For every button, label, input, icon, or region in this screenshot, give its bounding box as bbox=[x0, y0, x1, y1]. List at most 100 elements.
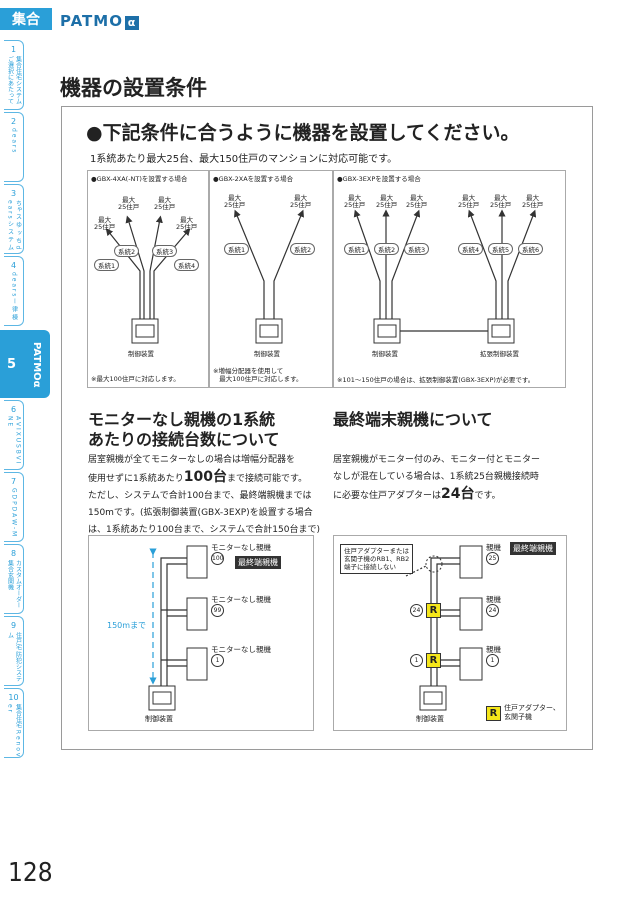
unit-number-badge: 100 bbox=[211, 552, 224, 565]
diagram-note: ※増幅分配器を使用して 最大100住戸に対応します。 bbox=[213, 367, 303, 383]
units-label: 25住戸 bbox=[290, 201, 312, 209]
adapter-number-badge: 1 bbox=[410, 654, 423, 667]
unit-number-badge: 99 bbox=[211, 604, 224, 617]
device-label: 制御装置 bbox=[145, 715, 173, 723]
chapter-label: A V I X U S B V I N E bbox=[6, 416, 22, 464]
units-label: 25住戸 bbox=[458, 201, 480, 209]
page-title: 機器の設置条件 bbox=[60, 76, 207, 100]
para-line: なしが混在している場合は、1系統25台親機接続時 bbox=[333, 472, 539, 482]
unit-label: 親機 bbox=[486, 595, 501, 604]
unit-label: 親機 bbox=[486, 543, 501, 552]
terminal-unit-tag: 最終端親機 bbox=[235, 556, 281, 569]
units-label: 25住戸 bbox=[118, 203, 140, 211]
chapter-number: 1 bbox=[10, 45, 17, 54]
sidebar-chapter-5[interactable]: 5 PATMOα bbox=[0, 330, 50, 398]
intercom-unit bbox=[459, 647, 483, 681]
chapter-number: 8 bbox=[10, 549, 17, 558]
diagram-title: ●GBX-2XAを設置する場合 bbox=[213, 175, 294, 183]
system-label: 系統1 bbox=[344, 243, 370, 255]
control-unit bbox=[373, 318, 401, 344]
system-label: 系統5 bbox=[488, 243, 514, 255]
diagram-title: ●GBX-3EXPを設置する場合 bbox=[337, 175, 421, 183]
max-label: 最大 bbox=[294, 194, 308, 202]
max-label: 最大 bbox=[380, 194, 394, 202]
chapter-number: 5 bbox=[6, 356, 17, 372]
unit-number-badge: 1 bbox=[211, 654, 224, 667]
para-line: 居室親機がモニター付のみ、モニター付とモニター bbox=[333, 455, 541, 465]
adapter-r-badge: R bbox=[426, 603, 441, 618]
para-line: は、1系統あたり100台まで、システムで合計150台まで) bbox=[88, 525, 320, 535]
unit-label: モニターなし親機 bbox=[211, 595, 271, 604]
brand-name: PATMO bbox=[60, 12, 123, 30]
diagram-note: ※最大100住戸に対応します。 bbox=[91, 375, 180, 383]
system-label: 系統1 bbox=[224, 243, 250, 255]
left-paragraph: 居室親機が全てモニターなしの場合は増幅分配器を 使用せずに1系統あたり100台ま… bbox=[88, 452, 328, 539]
units-label: 25住戸 bbox=[406, 201, 428, 209]
para-line: 居室親機が全てモニターなしの場合は増幅分配器を bbox=[88, 455, 296, 465]
diagram-title: ●GBX-4XA(-NT)を設置する場合 bbox=[91, 175, 188, 183]
chapter-label: PATMOα bbox=[31, 342, 42, 388]
diagram-gbx3exp-drawing bbox=[353, 209, 537, 344]
max-label: 最大 bbox=[494, 194, 508, 202]
intercom-unit bbox=[459, 545, 483, 579]
no-connect-marker bbox=[425, 555, 443, 573]
chapter-number: 6 bbox=[10, 405, 17, 414]
chapter-label: d e a r s bbox=[10, 128, 18, 153]
system-label: 系統4 bbox=[458, 243, 484, 255]
right-paragraph: 居室親機がモニター付のみ、モニター付とモニター なしが混在している場合は、1系統… bbox=[333, 452, 573, 505]
sidebar-chapter-6[interactable]: 6 A V I X U S B V I N E bbox=[4, 400, 24, 470]
legend-r-badge: R bbox=[486, 706, 501, 721]
diagram-note: ※101～150住戸の場合は、拡張制御装置(GBX-3EXP)が必要です。 bbox=[337, 376, 535, 384]
device-label: 制御装置 bbox=[254, 350, 280, 358]
intercom-unit bbox=[186, 597, 208, 631]
content-panel bbox=[61, 106, 593, 750]
highlight-count: 24台 bbox=[441, 486, 475, 502]
diagram-gbx2xa-drawing bbox=[234, 209, 304, 344]
chapter-number: 10 bbox=[8, 693, 19, 702]
control-unit bbox=[131, 318, 159, 344]
system-label: 系統1 bbox=[94, 259, 120, 271]
intercom-unit bbox=[459, 597, 483, 631]
distance-label: 150mまで bbox=[107, 621, 147, 630]
unit-number-badge: 1 bbox=[486, 654, 499, 667]
adapter-number-badge: 24 bbox=[410, 604, 423, 617]
units-label: 25住戸 bbox=[344, 201, 366, 209]
highlight-count: 100台 bbox=[183, 469, 227, 485]
system-label: 系統2 bbox=[114, 245, 140, 257]
left-heading: モニターなし親機の1系統 あたりの接続台数について bbox=[88, 410, 280, 449]
system-label: 系統2 bbox=[290, 243, 316, 255]
page-number: 128 bbox=[8, 858, 53, 888]
chapter-number: 3 bbox=[10, 189, 17, 198]
max-label: 最大 bbox=[228, 194, 242, 202]
adapter-r-badge: R bbox=[426, 653, 441, 668]
unit-label: モニターなし親機 bbox=[211, 645, 271, 654]
intercom-unit bbox=[186, 545, 208, 579]
chapter-number: 9 bbox=[10, 621, 17, 630]
diagram-gbx4xa-drawing bbox=[105, 215, 191, 344]
chapter-number: 7 bbox=[10, 477, 17, 486]
diagram-terminal-drawing bbox=[405, 545, 483, 711]
units-label: 25住戸 bbox=[376, 201, 398, 209]
max-label: 最大 bbox=[462, 194, 476, 202]
callout-note: 住戸アダプターまたは 玄関子機のRB1、RB2 端子に接続しない bbox=[340, 544, 414, 574]
device-label: 制御装置 bbox=[416, 715, 444, 723]
para-line: 使用せずに1系統あたり100台まで接続可能です。 bbox=[88, 469, 308, 485]
